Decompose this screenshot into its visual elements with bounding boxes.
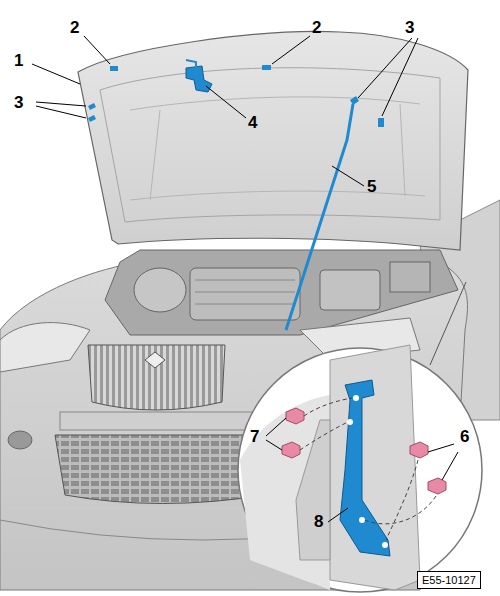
callout-number: 2 bbox=[70, 19, 79, 37]
hood-hinge bbox=[340, 380, 390, 556]
callout-number: 5 bbox=[367, 178, 376, 196]
callout-number: 3 bbox=[405, 19, 414, 37]
rubber-buffer bbox=[262, 65, 271, 70]
callout-number: 8 bbox=[314, 513, 323, 531]
callout-number: 3 bbox=[14, 94, 23, 112]
callout-number: 4 bbox=[248, 114, 257, 132]
hood-support-rod bbox=[286, 104, 353, 330]
figure-code: E55-10127 bbox=[422, 573, 476, 587]
rubber-buffer bbox=[110, 66, 118, 71]
figure-code-box: E55-10127 bbox=[417, 571, 481, 589]
callout-number: 6 bbox=[460, 428, 469, 446]
callout-number: 1 bbox=[14, 52, 23, 70]
callout-number: 2 bbox=[312, 19, 321, 37]
callout-number: 7 bbox=[250, 428, 259, 446]
